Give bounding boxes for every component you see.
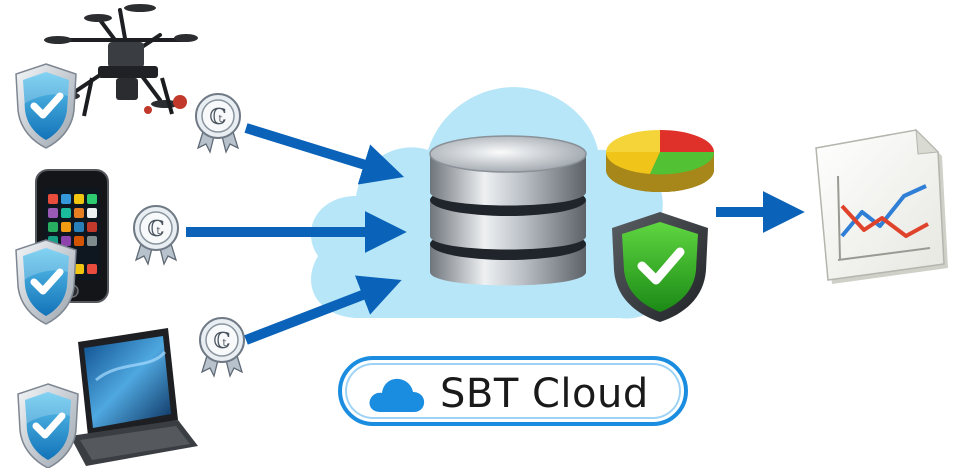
certificate-ribbon-icon bbox=[195, 93, 241, 153]
report-chart-icon bbox=[815, 128, 948, 284]
database-icon bbox=[429, 135, 587, 286]
laptop-icon bbox=[70, 328, 198, 466]
arrow-drone-to-cloud bbox=[244, 123, 405, 185]
brand-badge: SBT Cloud bbox=[338, 356, 688, 426]
security-shield-icon bbox=[612, 212, 708, 322]
pie-chart-icon bbox=[605, 130, 715, 192]
cloud-logo-icon bbox=[369, 378, 425, 412]
flow-arrows bbox=[186, 123, 805, 345]
arrow-laptop-to-cloud bbox=[244, 275, 402, 345]
certificate-ribbon-icon bbox=[199, 317, 245, 377]
shield-check-icon bbox=[16, 240, 76, 324]
shield-check-icon bbox=[18, 384, 78, 468]
brand-label: SBT Cloud bbox=[440, 371, 649, 417]
shield-check-icon bbox=[16, 64, 76, 148]
certificate-ribbon-icon bbox=[133, 205, 179, 265]
